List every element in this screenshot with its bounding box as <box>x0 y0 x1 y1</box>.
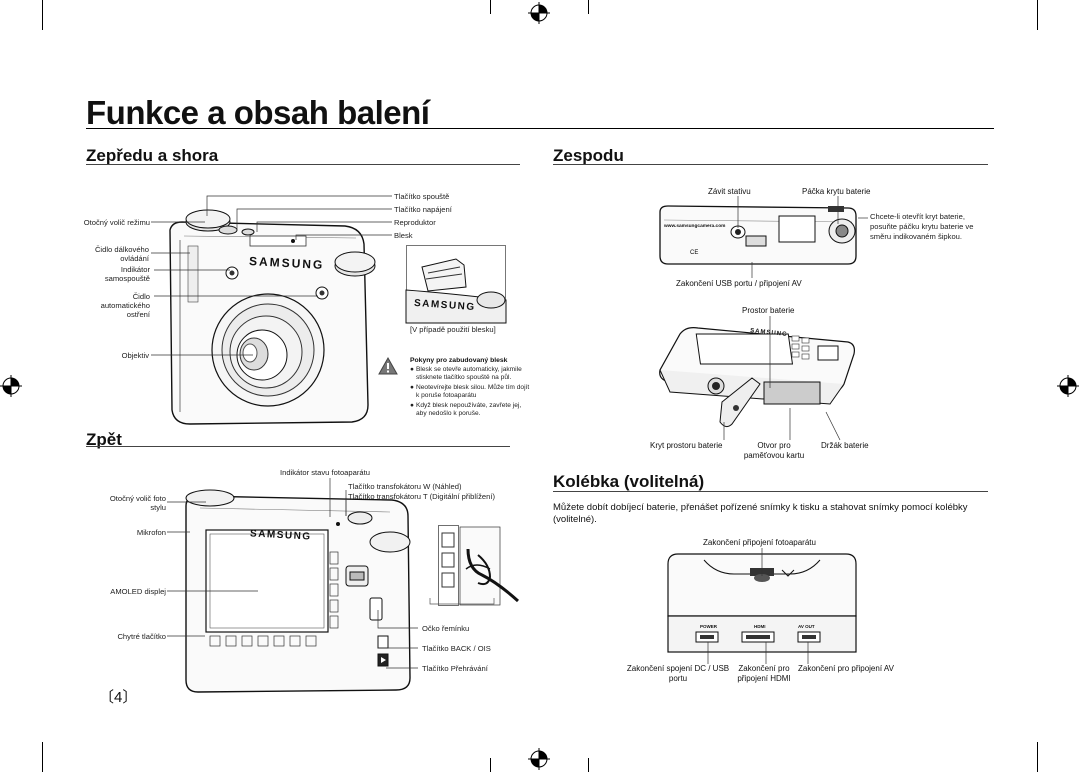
label-shutter: Tlačítko spouště <box>394 192 450 201</box>
label-speaker: Reproduktor <box>394 218 436 227</box>
port-label-av: AV OUT <box>798 624 815 629</box>
page-number: 〔4〕 <box>99 689 138 706</box>
section-heading-cradle: Kolébka (volitelná) <box>553 472 705 491</box>
port-label-hdmi: HDMI <box>754 624 766 629</box>
label-status-indicator: Indikátor stavu fotoaparátu <box>280 468 370 477</box>
label-strap: Očko řemínku <box>422 624 470 633</box>
bottom-url: www.samsungcamera.com <box>664 224 726 229</box>
camera-back-illustration <box>185 489 411 693</box>
label-dc-usb: Zakončení spojení DC / USB portu <box>626 664 730 683</box>
cradle-leader-lines <box>707 548 809 664</box>
cradle-illustration <box>667 553 857 653</box>
camera-front-illustration <box>169 209 376 425</box>
label-af-sensor: Čidlo automatického ostření <box>100 292 150 319</box>
crop-mark-bottom-right <box>1037 742 1038 772</box>
section-rule-front-top <box>86 164 520 165</box>
svg-text:CE: CE <box>690 250 698 256</box>
title-rule <box>86 128 994 129</box>
crop-mark-bottom-center <box>490 758 491 772</box>
label-style-dial: Otočný volič foto stylu <box>109 494 166 512</box>
label-remote-sensor: Čidlo dálkového ovládání <box>94 245 149 263</box>
front-leader-lines <box>151 195 392 356</box>
section-rule-bottom <box>553 164 988 165</box>
cradle-description: Můžete dobít dobíjecí baterie, přenášet … <box>553 502 968 525</box>
label-lever-note: Chcete-li otevřít kryt baterie, posuňte … <box>870 212 974 241</box>
registration-mark-right-icon <box>1057 375 1079 397</box>
label-battery-cover: Kryt prostoru baterie <box>650 441 723 450</box>
label-flash: Blesk <box>394 231 413 240</box>
label-power: Tlačítko napájení <box>394 205 452 214</box>
caution-list: ●Blesk se otevře automaticky, jakmile st… <box>410 366 532 418</box>
registration-mark-left-icon <box>0 375 22 397</box>
label-av: Zakončení pro připojení AV <box>798 664 894 673</box>
label-zoom-w: Tlačítko transfokátoru W (Náhled) <box>348 482 462 491</box>
label-battery-holder: Držák baterie <box>821 441 869 450</box>
section-heading-back: Zpět <box>86 430 122 449</box>
caution-item: ●Blesk se otevře automaticky, jakmile st… <box>410 366 522 381</box>
label-camera-connector: Zakončení připojení fotoaparátu <box>703 538 816 547</box>
crop-mark-top-center-2 <box>588 0 589 14</box>
crop-mark-bottom-center-2 <box>588 758 589 772</box>
label-tripod: Závit stativu <box>708 187 751 196</box>
camera-bottom-illustration: CE <box>659 205 857 265</box>
bottom-leader-lines <box>737 196 868 278</box>
label-amoled: AMOLED displej <box>110 587 166 596</box>
section-rule-cradle <box>553 491 988 492</box>
port-label-power: POWER <box>700 624 718 629</box>
registration-mark-bottom-icon <box>528 748 550 770</box>
section-heading-front-top: Zepředu a shora <box>86 146 219 165</box>
page-title: Funkce a obsah balení <box>86 94 430 131</box>
label-usb-av: Zakončení USB portu / připojení AV <box>676 279 802 288</box>
flash-caption: [V případě použití blesku] <box>410 325 496 334</box>
caution-item: ●Když blesk nepoužíváte, zavřete jej, ab… <box>410 402 522 417</box>
back-leader-lines <box>167 478 418 669</box>
section-rule-back <box>86 446 510 447</box>
camera-open-battery-illustration <box>659 327 855 428</box>
label-battery-bay: Prostor baterie <box>742 306 795 315</box>
registration-mark-top-icon <box>528 2 550 24</box>
caution-icon <box>378 356 398 375</box>
label-card-slot: Otvor pro paměťovou kartu <box>743 441 805 460</box>
strap-inset-illustration <box>438 525 520 606</box>
label-play: Tlačítko Přehrávání <box>422 664 488 673</box>
label-timer-lamp: Indikátor samospouště <box>104 265 150 283</box>
section-heading-bottom: Zespodu <box>553 146 624 165</box>
label-battery-lever: Páčka krytu baterie <box>802 187 871 196</box>
label-hdmi: Zakončení pro připojení HDMI <box>737 664 791 683</box>
label-smart-buttons: Chytré tlačítko <box>117 632 166 641</box>
crop-mark-top-center <box>490 0 491 14</box>
strap-inset-bracket <box>429 598 495 605</box>
crop-mark-top-left <box>42 0 43 30</box>
crop-mark-top-right <box>1037 0 1038 30</box>
label-back-ois: Tlačítko BACK / OIS <box>422 644 491 653</box>
caution-item: ●Neotevírejte blesk silou. Může tím dojí… <box>410 384 530 399</box>
crop-mark-bottom-left <box>42 742 43 772</box>
label-lens: Objektiv <box>121 351 149 360</box>
battery-leader-lines <box>723 316 841 441</box>
label-zoom-t: Tlačítko transfokátoru T (Digitální přib… <box>348 492 496 501</box>
label-microphone: Mikrofon <box>136 528 166 537</box>
flash-inset-illustration <box>405 245 507 324</box>
label-mode-dial: Otočný volič režimu <box>83 218 150 227</box>
caution-title: Pokyny pro zabudovaný blesk <box>410 357 508 364</box>
